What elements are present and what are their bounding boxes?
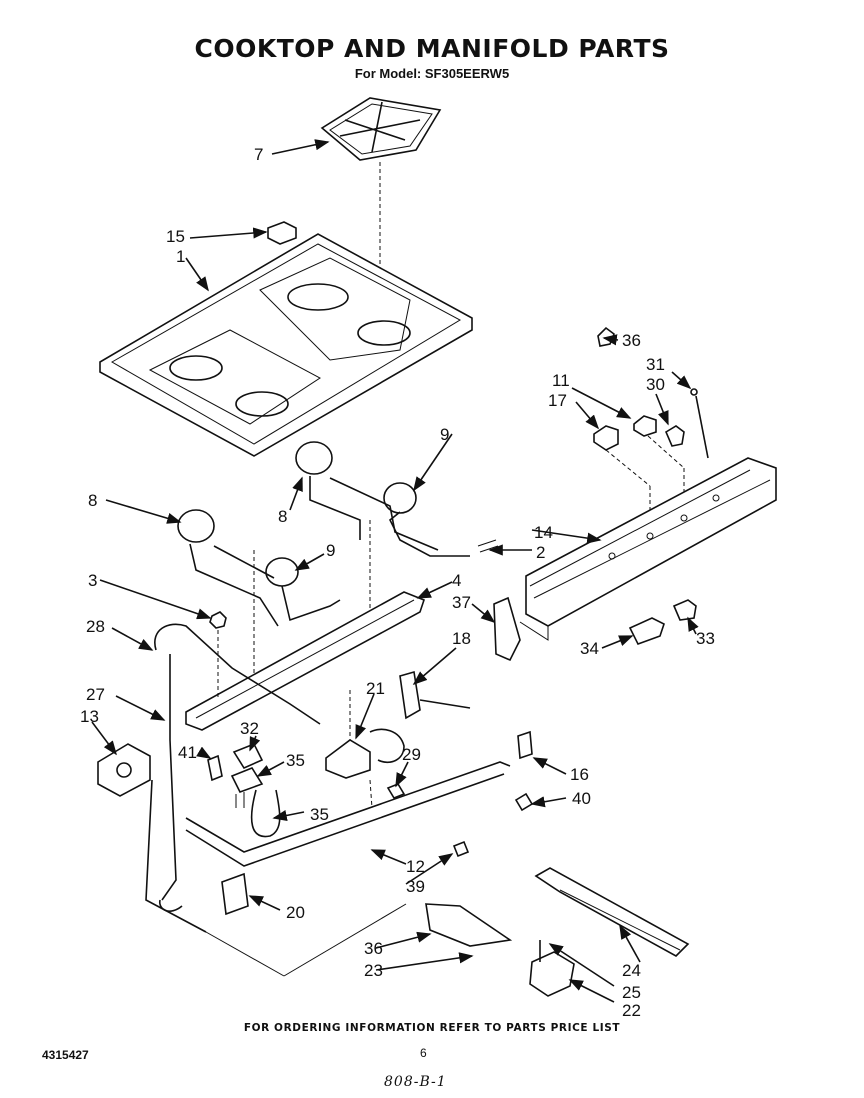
callout-9-rear: 9 xyxy=(440,425,449,444)
callout-23: 23 xyxy=(364,961,383,980)
callout-2: 7 xyxy=(254,145,263,164)
callout-24: 24 xyxy=(622,961,641,980)
front-burner-assembly xyxy=(177,509,341,627)
handwritten-note: 808-B-1 xyxy=(384,1074,447,1090)
callout-1: 1 xyxy=(176,247,185,266)
callout-37: 36 xyxy=(622,331,641,350)
callout-3: 2 xyxy=(536,543,545,562)
callout-18: 16 xyxy=(570,765,589,784)
model-subtitle: For Model: SF305EERW5 xyxy=(354,66,510,81)
callout-31: 32 xyxy=(240,719,259,738)
callout-17: 20 xyxy=(286,903,305,922)
callout-12: 15 xyxy=(166,227,185,246)
callout-7: 4 xyxy=(452,571,461,590)
callout-20: 17 xyxy=(548,391,567,410)
lower-manifold-pipe xyxy=(185,730,534,916)
callout-27: 28 xyxy=(86,617,105,636)
page-number: 6 xyxy=(420,1046,427,1060)
cooktop-panel xyxy=(99,233,473,457)
manifold-valve-assembly xyxy=(325,670,471,799)
ordering-info-note: FOR ORDERING INFORMATION REFER TO PARTS … xyxy=(243,1022,621,1034)
callout-9-front: 9 xyxy=(326,541,335,560)
spark-module-parts xyxy=(207,742,281,838)
oven-burner-assembly xyxy=(425,867,690,997)
callout-28: 30 xyxy=(646,375,665,394)
knob-parts xyxy=(593,326,709,459)
callout-26: 27 xyxy=(86,685,105,704)
document-number: 4315427 xyxy=(42,1048,89,1062)
callout-29: 31 xyxy=(646,355,665,374)
page-title: COOKTOP AND MANIFOLD PARTS xyxy=(194,34,670,63)
cooktop-clip xyxy=(267,221,297,245)
callout-16: 18 xyxy=(452,629,471,648)
callout-4: 3 xyxy=(88,571,97,590)
callout-40: 40 xyxy=(572,789,591,808)
callout-labels: 7 15 1 36 31 30 11 17 9 8 8 14 2 9 3 4 3… xyxy=(80,145,715,1020)
callout-21: 21 xyxy=(366,679,385,698)
callout-8-front: 8 xyxy=(88,491,97,510)
callout-33: 34 xyxy=(580,639,599,658)
callout-34: 35 xyxy=(286,751,305,770)
callout-25: 25 xyxy=(622,983,641,1002)
callout-36: 36 xyxy=(364,939,383,958)
rear-burner-assembly xyxy=(295,441,499,557)
pressure-regulator xyxy=(97,743,151,797)
callout-14: 12 xyxy=(406,857,425,876)
callout-35: 35 xyxy=(310,805,329,824)
callout-8-rear: 8 xyxy=(278,507,287,526)
callout-13: 13 xyxy=(80,707,99,726)
burner-support-bar xyxy=(185,591,425,731)
hex-nut xyxy=(209,611,227,629)
callout-41: 41 xyxy=(178,743,197,762)
valve-clips xyxy=(628,599,697,645)
burner-grate xyxy=(320,97,442,161)
callout-38: 37 xyxy=(452,593,471,612)
gas-tubing xyxy=(145,623,321,933)
callout-leaders xyxy=(91,139,699,1003)
manifold-bracket xyxy=(493,596,521,662)
callout-11: 11 xyxy=(552,371,570,390)
callout-32: 33 xyxy=(696,629,715,648)
manifold-panel xyxy=(519,457,777,641)
callout-39: 39 xyxy=(406,877,425,896)
callout-30: 29 xyxy=(402,745,421,764)
callout-22: 22 xyxy=(622,1001,641,1020)
callout-15: 14 xyxy=(534,523,553,542)
